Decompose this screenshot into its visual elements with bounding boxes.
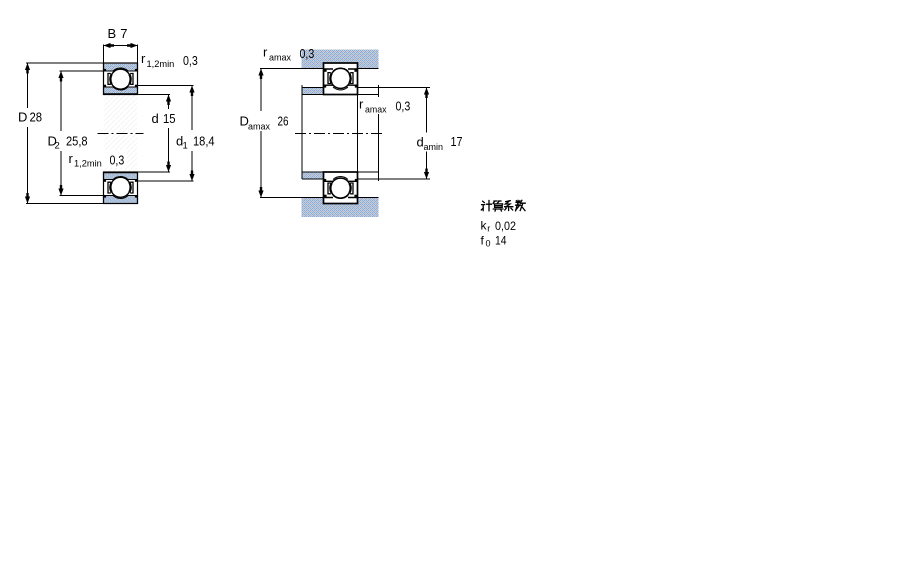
svg-text:amin: amin (424, 142, 444, 153)
svg-text:2: 2 (55, 141, 60, 152)
svg-text:1,2min: 1,2min (147, 59, 175, 70)
svg-text:d: d (417, 135, 424, 150)
svg-text:d: d (152, 111, 159, 126)
svg-text:0,3: 0,3 (110, 153, 125, 168)
svg-text:amax: amax (248, 122, 270, 133)
svg-text:25,8: 25,8 (66, 134, 88, 149)
svg-text:0: 0 (486, 239, 491, 249)
svg-text:0,3: 0,3 (300, 46, 315, 61)
svg-text:amax: amax (269, 53, 291, 64)
svg-text:1,2min: 1,2min (74, 159, 102, 170)
svg-text:14: 14 (495, 236, 507, 248)
svg-text:7: 7 (120, 26, 127, 41)
svg-text:D: D (18, 110, 27, 125)
svg-text:0,02: 0,02 (495, 221, 516, 233)
svg-text:k: k (481, 219, 488, 233)
svg-text:28: 28 (30, 110, 43, 125)
svg-text:0,3: 0,3 (183, 53, 198, 68)
svg-text:D: D (240, 114, 249, 129)
svg-text:r: r (487, 224, 490, 234)
svg-text:f: f (481, 234, 485, 248)
svg-text:1: 1 (183, 141, 188, 152)
svg-text:r: r (359, 97, 364, 112)
svg-text:15: 15 (163, 111, 176, 126)
svg-text:r: r (141, 51, 146, 66)
svg-text:D: D (48, 134, 57, 149)
svg-text:17: 17 (451, 134, 463, 149)
svg-text:amax: amax (365, 105, 387, 116)
svg-text:26: 26 (278, 114, 289, 129)
svg-text:d: d (176, 134, 183, 149)
svg-text:r: r (263, 45, 268, 60)
svg-text:0,3: 0,3 (396, 99, 411, 114)
svg-text:B: B (108, 26, 117, 41)
svg-text:18,4: 18,4 (193, 134, 215, 149)
svg-text:r: r (69, 151, 74, 166)
